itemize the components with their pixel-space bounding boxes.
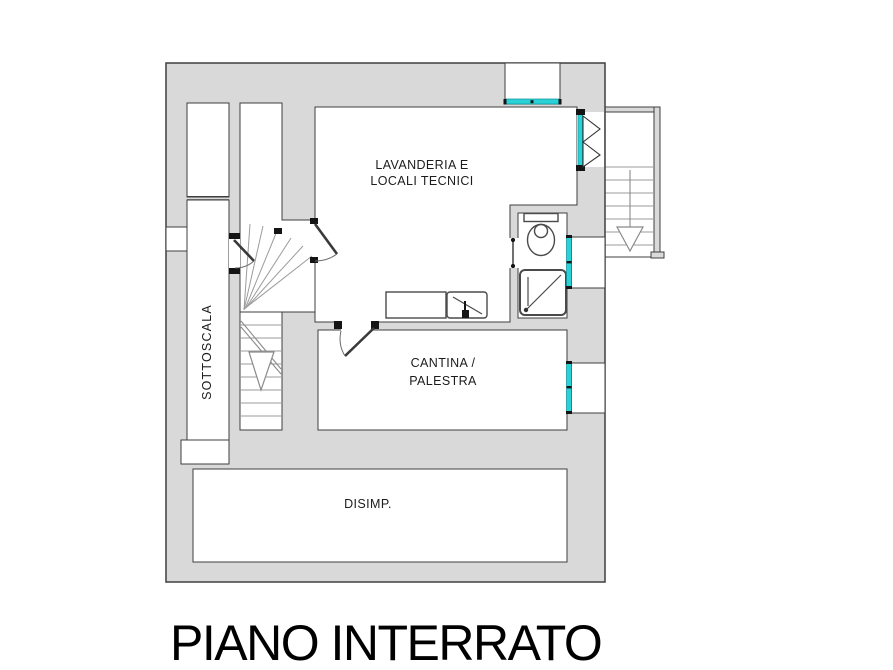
room-cantina — [317, 329, 568, 431]
door-cantina — [334, 320, 379, 357]
stair-winder-treads — [243, 223, 313, 311]
cantina-label: CANTINA / — [411, 356, 476, 370]
window-right-1 — [566, 235, 606, 289]
room-sottoscala — [186, 199, 230, 441]
room-sottoscala-end — [180, 439, 230, 465]
window-well-right-2 — [571, 362, 606, 414]
laundry-counter — [385, 291, 488, 319]
window-right-2 — [566, 361, 606, 414]
room-lavanderia — [314, 106, 578, 323]
disimp-label: DISIMP. — [344, 497, 392, 511]
bathroom-door — [508, 237, 520, 269]
window-well-top — [503, 62, 562, 105]
wall-niche-left — [165, 226, 188, 252]
sottoscala-label: SOTTOSCALA — [200, 304, 214, 400]
exterior-door — [576, 109, 604, 171]
cantina-label-2: PALESTRA — [409, 374, 477, 388]
exterior-stairs — [604, 106, 665, 259]
toilet-icon — [523, 212, 559, 257]
room-disimp — [192, 468, 568, 563]
shower-icon — [519, 269, 567, 316]
room-stairwell — [239, 102, 316, 431]
room-sottoscala-upper — [186, 102, 230, 198]
window-well-right-1 — [571, 236, 606, 289]
exterior-stair-down-arrow-icon — [615, 170, 645, 253]
stair-down-arrow-icon — [248, 351, 275, 392]
exterior-stair-wall-top — [604, 106, 661, 113]
lavanderia-label-2: LOCALI TECNICI — [370, 174, 473, 188]
laundry-sink-icon — [446, 291, 488, 319]
door-sottoscala — [229, 233, 255, 274]
door-stair-lavanderia — [274, 218, 339, 263]
room-bathroom — [508, 212, 568, 319]
stair-handrail — [240, 320, 282, 375]
exterior-stair-wall-right — [653, 106, 661, 258]
floor-title: PIANO INTERRATO — [170, 615, 601, 670]
lavanderia-label: LAVANDERIA E — [375, 158, 468, 172]
exterior-door-glass — [577, 113, 583, 167]
